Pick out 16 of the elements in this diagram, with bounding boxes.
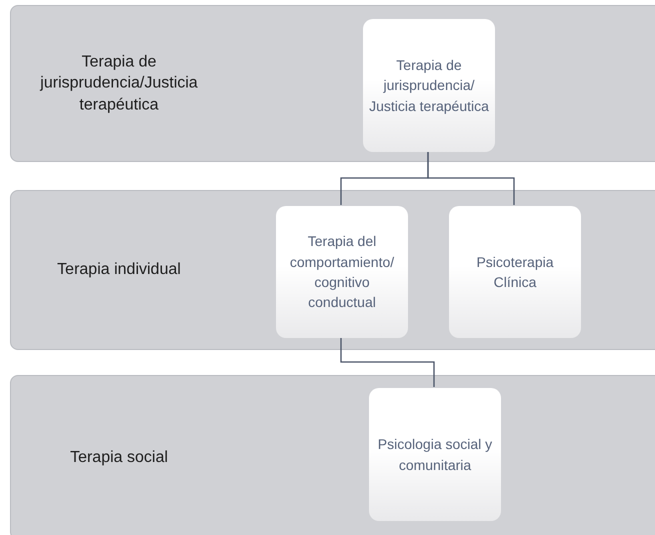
- lane-label: Terapia social: [69, 448, 169, 468]
- box-label: Terapia del comportamiento/ cognitivo conductual: [288, 232, 396, 312]
- process-box: [369, 388, 501, 521]
- process-box: [449, 206, 581, 338]
- lane-label: Terapia de jurisprudencia/Justicia terapéutica: [38, 52, 199, 116]
- lane-label: Terapia individual: [56, 260, 182, 280]
- box-label: Psicoterapia Clínica: [475, 252, 555, 292]
- process-box: [276, 206, 408, 338]
- process-box: [363, 19, 495, 152]
- connector-line: [340, 337, 435, 387]
- connector-line: [427, 151, 515, 205]
- swimlane-band: [10, 375, 655, 535]
- swimlane-band: [10, 5, 655, 162]
- box-label: Terapia de jurisprudencia/ Justicia terapéutica: [369, 56, 489, 116]
- swimlane-band: [10, 190, 655, 350]
- box-label: Psicologia social y comunitaria: [376, 435, 494, 474]
